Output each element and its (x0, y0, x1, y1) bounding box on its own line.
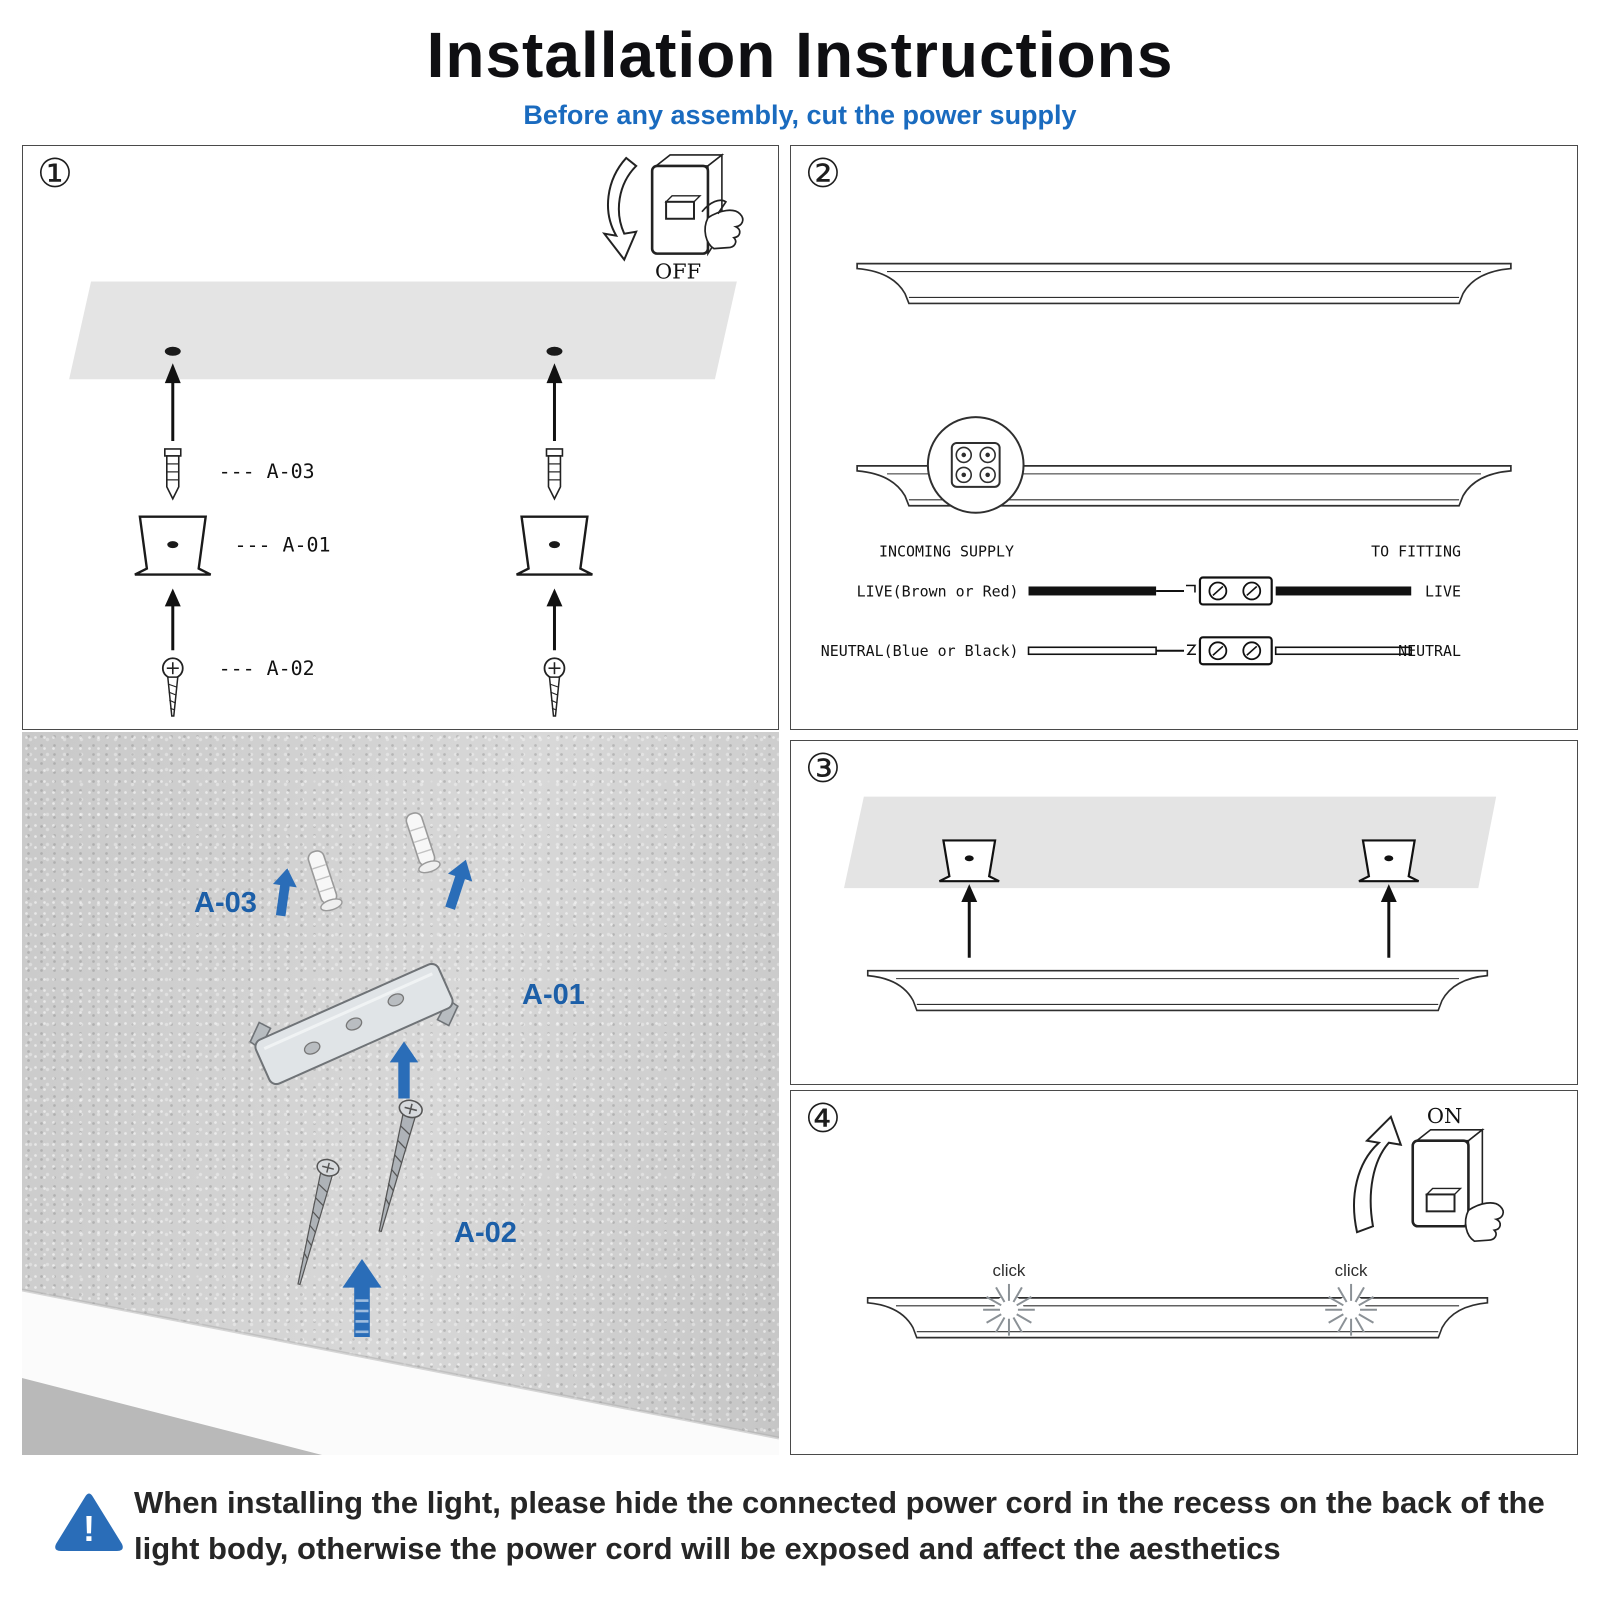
step2-diagram: INCOMING SUPPLY TO FITTING LIVE(Brown or… (821, 262, 1512, 666)
photo-overlay: A-03 A-01 A-02 (22, 812, 779, 1455)
wall-shadow (22, 1378, 322, 1455)
click-label-right: click (1335, 1261, 1368, 1280)
label-a01: --- A-01 (235, 534, 331, 557)
screw-icon (161, 657, 184, 717)
wall-edge (22, 1290, 779, 1455)
power-off-switch-illustration: OFF (601, 153, 744, 284)
photo-label-a03: A-03 (194, 887, 257, 919)
photo-label-a01: A-01 (522, 979, 585, 1011)
mounting-bracket-icon (134, 515, 212, 576)
step-number-1: ① (37, 152, 73, 196)
step-number-2: ② (805, 152, 841, 196)
click-label-left: click (993, 1261, 1026, 1280)
neutral-in-label: NEUTRAL(Blue or Black) (821, 642, 1019, 660)
warning-icon: ! (55, 1493, 123, 1551)
step1-diagram: --- A-03 --- A-01 (69, 153, 744, 717)
installation-photo: A-03 A-01 A-02 (22, 732, 779, 1455)
page-subtitle: Before any assembly, cut the power suppl… (523, 100, 1077, 130)
live-in-label: LIVE(Brown or Red) (857, 582, 1019, 600)
up-arrow (164, 588, 181, 651)
label-a02: --- A-02 (219, 657, 315, 680)
hand-icon (1464, 1202, 1505, 1243)
neutral-out-label: NEUTRAL (1398, 642, 1461, 660)
blue-up-arrow (273, 868, 297, 917)
up-arrow (546, 363, 563, 441)
wall-anchor-photo (405, 812, 441, 874)
blue-up-arrow (445, 859, 473, 910)
light-fixture-side-view (866, 1297, 1489, 1339)
live-out-label: LIVE (1425, 582, 1461, 600)
ceiling-patch (69, 281, 737, 380)
screw-photo (297, 1158, 340, 1286)
wall-anchor-icon (164, 448, 182, 501)
power-on-switch-illustration: ON (1353, 1104, 1505, 1243)
label-a03: --- A-03 (219, 460, 315, 483)
wall-anchor-photo (307, 850, 343, 912)
to-fitting-label: TO FITTING (1371, 543, 1461, 561)
switch-state-label: ON (1427, 1104, 1462, 1128)
curved-arrow-icon (601, 156, 638, 262)
light-fixture-side-view (866, 969, 1489, 1012)
wall-anchor-icon (545, 448, 564, 501)
terminal-block-zoom (926, 416, 1025, 514)
up-arrow (961, 884, 978, 958)
up-arrow (546, 588, 563, 651)
footer-warning-text: When installing the light, please hide t… (134, 1485, 1545, 1566)
mounting-bracket-icon (938, 839, 1000, 883)
hand-icon (704, 209, 744, 250)
mounting-hole-dot (546, 346, 563, 356)
panel-step-4: ④ ON (790, 1090, 1578, 1455)
screw-icon (543, 657, 566, 717)
warning-mark: ! (83, 1508, 95, 1549)
step-number-4: ④ (805, 1097, 841, 1141)
light-fixture-side-view (856, 262, 1512, 305)
incoming-supply-label: INCOMING SUPPLY (879, 543, 1014, 561)
neutral-wire (1027, 636, 1413, 666)
ceiling-patch (843, 796, 1497, 889)
screw-photo (378, 1099, 423, 1233)
step-number-3: ③ (805, 747, 841, 791)
click-starburst (983, 1283, 1035, 1336)
click-starburst (1325, 1283, 1377, 1336)
photo-label-a02: A-02 (454, 1217, 517, 1249)
mounting-bracket-photo (249, 962, 459, 1086)
mounting-hole-dot (164, 346, 181, 356)
mounting-bracket-icon (1358, 839, 1420, 883)
switch-state-label: OFF (655, 260, 701, 284)
panel-step-2: ② (790, 145, 1578, 730)
page-title: Installation Instructions (426, 19, 1174, 91)
live-wire (1028, 576, 1412, 606)
step3-diagram (843, 796, 1497, 1012)
mounting-bracket-icon (516, 515, 593, 576)
panel-step-1: ① (22, 145, 779, 730)
curved-arrow-icon (1353, 1115, 1403, 1234)
panel-step-3: ③ (790, 740, 1578, 1085)
blue-up-arrow (389, 1041, 419, 1099)
up-arrow (164, 363, 181, 441)
blue-up-arrow (342, 1259, 382, 1337)
step4-diagram: ON (866, 1104, 1505, 1339)
up-arrow (1380, 884, 1397, 958)
